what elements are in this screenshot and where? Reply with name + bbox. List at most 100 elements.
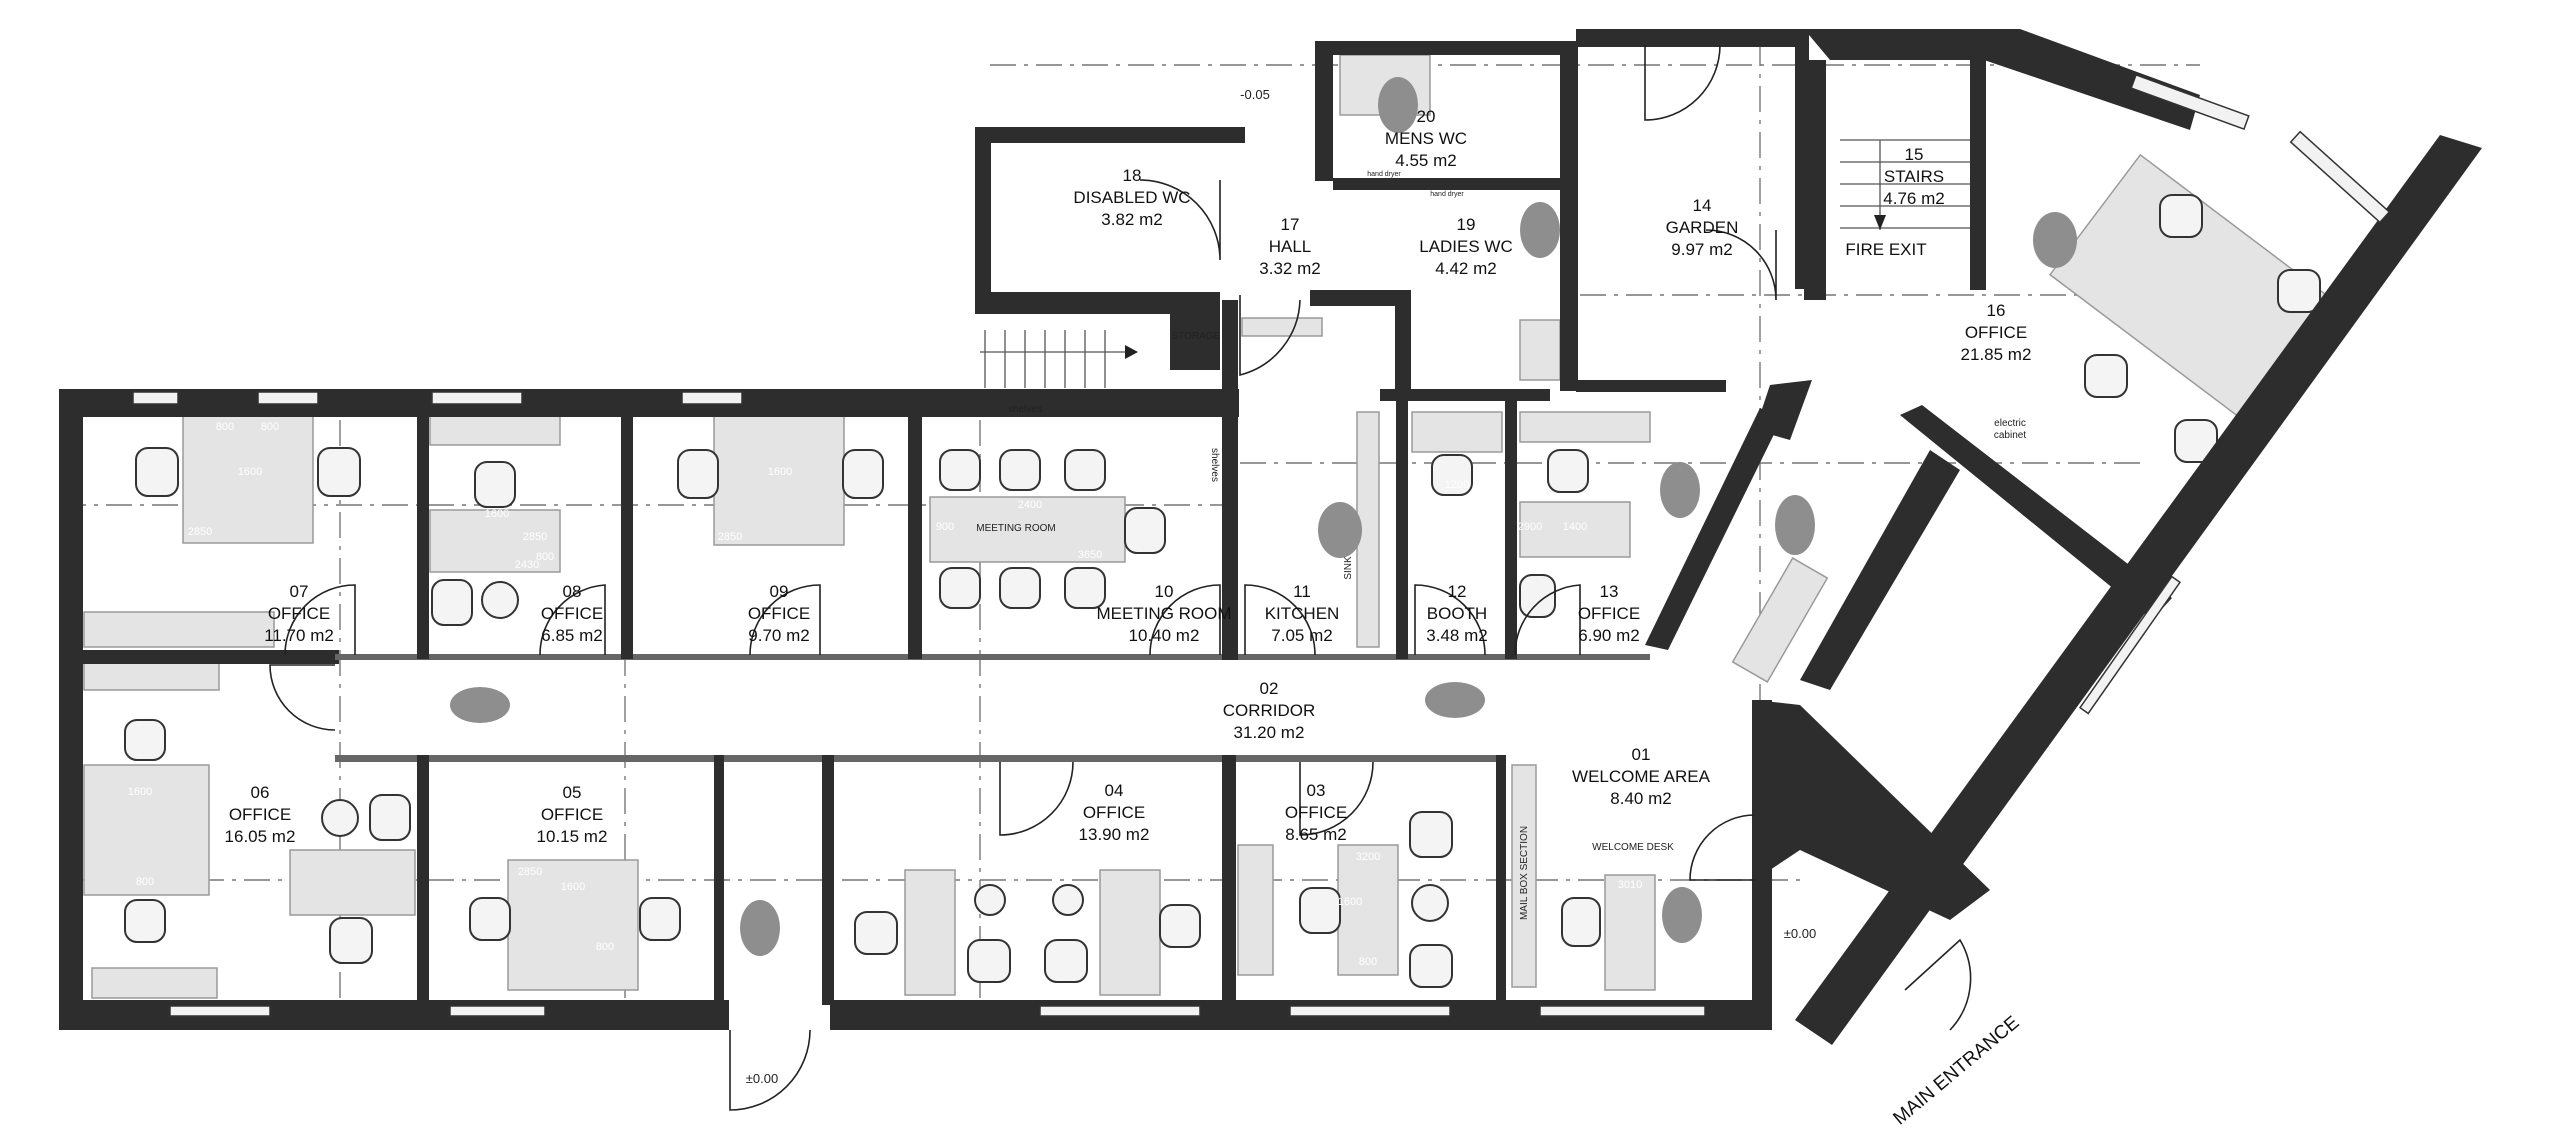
label-text: 1600 bbox=[485, 508, 509, 520]
label-text: 3200 bbox=[1356, 851, 1380, 863]
label-text: OFFICE bbox=[541, 604, 603, 623]
label-text: 02 bbox=[1260, 679, 1279, 698]
hand-dryer-label-2: hand dryer bbox=[1430, 191, 1464, 198]
label-text: 12 bbox=[1448, 582, 1467, 601]
label-text: 1600 bbox=[561, 881, 585, 893]
hand-dryer-label: hand dryer bbox=[1367, 171, 1401, 178]
dimension-labels: 800 800 1600 2850 1600 2850 800 2430 160… bbox=[128, 421, 1642, 968]
stair-run-15 bbox=[1840, 139, 1984, 230]
label-text: 31.20 m2 bbox=[1234, 723, 1305, 742]
label-text: 19 bbox=[1457, 215, 1476, 234]
label-text: 1600 bbox=[1338, 896, 1362, 908]
label-text: 16.05 m2 bbox=[225, 827, 296, 846]
label-text: 04 bbox=[1105, 781, 1124, 800]
label-text: 2400 bbox=[1018, 499, 1042, 511]
label-text: 3650 bbox=[1078, 549, 1102, 561]
fire-exit-label: FIRE EXIT bbox=[1845, 240, 1926, 259]
label-text: 11 bbox=[1293, 582, 1311, 601]
label-text: OFFICE bbox=[1285, 803, 1347, 822]
label-text: 03 bbox=[1307, 781, 1326, 800]
label-text: OFFICE bbox=[748, 604, 810, 623]
label-text: 8.40 m2 bbox=[1610, 789, 1671, 808]
shelves-side-label: shelves bbox=[1209, 448, 1220, 482]
label-text: OFFICE bbox=[229, 805, 291, 824]
mail-box-section-label: MAIL BOX SECTION bbox=[1519, 826, 1530, 920]
label-text: 1600 bbox=[128, 786, 152, 798]
label-text: 17 bbox=[1281, 215, 1300, 234]
label-text: 800 bbox=[261, 421, 279, 433]
label-text: KITCHEN bbox=[1265, 604, 1340, 623]
label-text: 16 bbox=[1987, 301, 2006, 320]
label-text: 2850 bbox=[188, 526, 212, 538]
label-text: DISABLED WC bbox=[1073, 188, 1190, 207]
label-text: OFFICE bbox=[1578, 604, 1640, 623]
label-text: 6.85 m2 bbox=[541, 626, 602, 645]
label-text: MENS WC bbox=[1385, 129, 1467, 148]
people-figures bbox=[450, 77, 2077, 956]
label-text: 08 bbox=[563, 582, 582, 601]
label-text: LADIES WC bbox=[1419, 237, 1513, 256]
furniture bbox=[83, 54, 2342, 999]
label-text: OFFICE bbox=[541, 805, 603, 824]
label-text: 07 bbox=[290, 582, 309, 601]
stair-run-lower bbox=[980, 330, 1138, 388]
label-text: 800 bbox=[1359, 956, 1377, 968]
label-text: 1600 bbox=[238, 466, 262, 478]
label-text: CORRIDOR bbox=[1223, 701, 1316, 720]
label-text: 800 bbox=[216, 421, 234, 433]
label-text: 09 bbox=[770, 582, 789, 601]
label-text: 4.55 m2 bbox=[1395, 151, 1456, 170]
label-text: 14 bbox=[1693, 196, 1712, 215]
storage-label: STORAGE bbox=[1172, 331, 1221, 342]
label-text: 10.15 m2 bbox=[537, 827, 608, 846]
label-text: 11.70 m2 bbox=[264, 626, 334, 645]
meeting-table-label: MEETING ROOM bbox=[976, 523, 1055, 534]
label-text: 3010 bbox=[1618, 879, 1642, 891]
label-text: MEETING ROOM bbox=[1096, 604, 1231, 623]
windows bbox=[132, 73, 2391, 1017]
label-text: 2850 bbox=[518, 866, 542, 878]
doors bbox=[269, 44, 1972, 1111]
label-text: 3.48 m2 bbox=[1426, 626, 1487, 645]
label-text: 1400 bbox=[1563, 521, 1587, 533]
label-text: 05 bbox=[563, 783, 582, 802]
electric-cabinet-label-2: cabinet bbox=[1994, 430, 2026, 441]
walls bbox=[59, 29, 2482, 1045]
label-text: 13.90 m2 bbox=[1079, 825, 1150, 844]
label-text: OFFICE bbox=[1083, 803, 1145, 822]
label-text: 800 bbox=[596, 941, 614, 953]
label-text: 2900 bbox=[1518, 521, 1542, 533]
label-text: 9.70 m2 bbox=[748, 626, 809, 645]
label-text: 06 bbox=[251, 783, 270, 802]
label-text: 10 bbox=[1155, 582, 1174, 601]
label-text: OFFICE bbox=[1965, 323, 2027, 342]
label-text: HALL bbox=[1269, 237, 1312, 256]
label-text: 6.90 m2 bbox=[1578, 626, 1639, 645]
label-text: STAIRS bbox=[1884, 167, 1944, 186]
label-text: 3.32 m2 bbox=[1259, 259, 1320, 278]
label-text: 21.85 m2 bbox=[1961, 345, 2032, 364]
label-text: 900 bbox=[936, 521, 954, 533]
label-text: 800 bbox=[136, 876, 154, 888]
label-text: 4.76 m2 bbox=[1883, 189, 1944, 208]
level-marker-entrance: ±0.00 bbox=[1784, 926, 1816, 941]
